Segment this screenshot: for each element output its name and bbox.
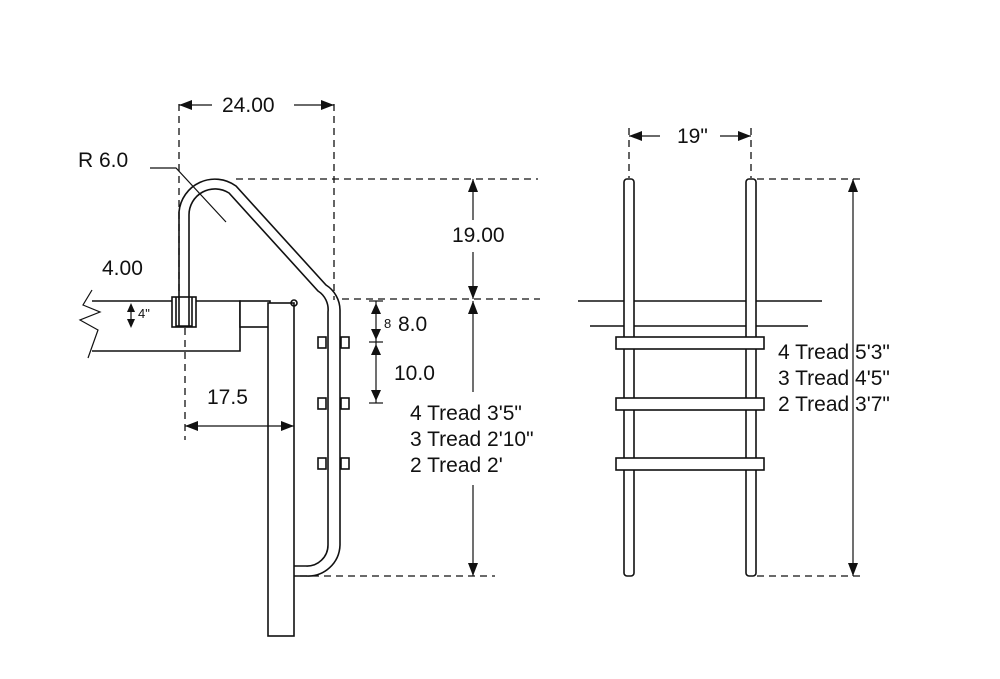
front-rail-left	[623, 178, 635, 577]
height-arrow-top	[468, 179, 478, 192]
deck-step-block	[239, 300, 271, 328]
step-arrow-1	[371, 303, 381, 314]
height-above-deck-label: 19.00	[452, 224, 505, 247]
front-height-line-2: 3 Tread 4'5"	[778, 367, 890, 390]
post-top-cap	[290, 299, 298, 307]
front-tread-2	[615, 397, 765, 411]
front-tread-3	[615, 457, 765, 471]
depth-line-1: 4 Tread 3'5"	[410, 402, 522, 425]
width-label: 24.00	[222, 94, 275, 117]
tread-bracket-3b	[340, 457, 350, 470]
depth-arrow-top	[468, 301, 478, 314]
reach-arrow-right	[281, 421, 294, 431]
step-arrow-3	[371, 344, 381, 355]
handrail-outer	[178, 178, 341, 577]
front-rail-right	[745, 178, 757, 577]
reach-label: 17.5	[207, 386, 248, 409]
front-height-arrow-top	[848, 179, 858, 192]
front-height-line-3: 2 Tread 3'7"	[778, 393, 890, 416]
inset-arrow-top	[127, 303, 135, 312]
anchor-cup	[175, 297, 193, 327]
tread-bracket-2b	[340, 397, 350, 410]
tread-bracket-3	[317, 457, 327, 470]
depth-line-3: 2 Tread 2'	[410, 454, 503, 477]
front-tread-1	[615, 336, 765, 350]
radius-leader	[150, 167, 227, 223]
depth-line-2: 3 Tread 2'10"	[410, 428, 534, 451]
radius-label: R 6.0	[78, 149, 128, 172]
deck-outline	[92, 300, 241, 352]
reach-arrow-left	[185, 421, 198, 431]
front-width-label: 19"	[677, 125, 708, 148]
deck-inset-label: 4"	[138, 306, 150, 321]
step-spacing-label: 10.0	[394, 362, 435, 385]
step-arrow-4	[371, 390, 381, 401]
tread-bracket-1b	[340, 336, 350, 349]
first-step-small-label: 8	[384, 316, 391, 331]
side-view: R 6.0 24.00 19.00 4.00 4" 8 8.0 1	[78, 94, 540, 637]
tread-bracket-1	[317, 336, 327, 349]
front-width-arrow-left	[629, 131, 642, 141]
step-arrow-2	[371, 329, 381, 340]
front-height-line-1: 4 Tread 5'3"	[778, 341, 890, 364]
width-arrow-right	[321, 100, 334, 110]
front-height-arrow-bottom	[848, 563, 858, 576]
depth-arrow-bottom	[468, 563, 478, 576]
first-step-label: 8.0	[398, 313, 427, 336]
deck-break-symbol	[78, 289, 102, 359]
tread-bracket-2	[317, 397, 327, 410]
front-view: 19" 4 Tread 5'3" 3 Tread 4'5" 2 Tread 3'…	[578, 125, 890, 577]
width-arrow-left	[179, 100, 192, 110]
front-width-arrow-right	[738, 131, 751, 141]
deck-width-label: 4.00	[102, 257, 143, 280]
inset-arrow-bottom	[127, 319, 135, 328]
handrail-inner	[188, 188, 329, 567]
ladder-post	[267, 302, 295, 637]
height-arrow-bottom	[468, 286, 478, 299]
